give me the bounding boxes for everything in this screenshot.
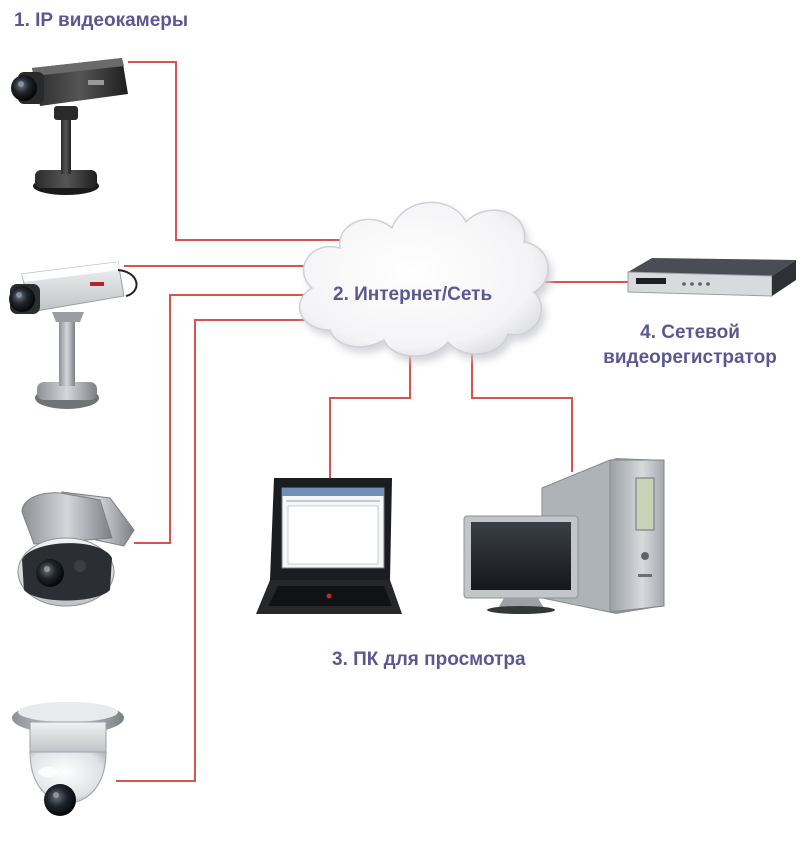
desktop-pc-icon: [463, 458, 665, 614]
network-cloud: [298, 201, 553, 363]
pc-label: 3. ПК для просмотра: [332, 649, 526, 670]
line-camera-3: [134, 294, 307, 544]
line-desktop: [471, 352, 573, 472]
nvr-device-icon: [627, 258, 796, 297]
nvr-label-line1: 4. Сетевой: [640, 322, 740, 343]
cameras-label: 1. IP видеокамеры: [14, 10, 189, 31]
line-camera-1: [128, 61, 362, 241]
network-label: 2. Интернет/Сеть: [333, 284, 493, 305]
connection-lines: [116, 61, 628, 782]
ptz-camera-icon: [17, 491, 135, 607]
box-camera-icon: [11, 58, 128, 195]
nvr-label-line2: видеорегистратор: [603, 347, 777, 368]
ip-camera-icon: [9, 261, 138, 409]
line-camera-4: [116, 319, 312, 782]
line-laptop: [329, 352, 411, 478]
dome-camera-icon: [12, 702, 124, 816]
nvr-label: 4. Сетевой видеорегистратор: [590, 320, 790, 370]
laptop-icon: [256, 478, 402, 614]
